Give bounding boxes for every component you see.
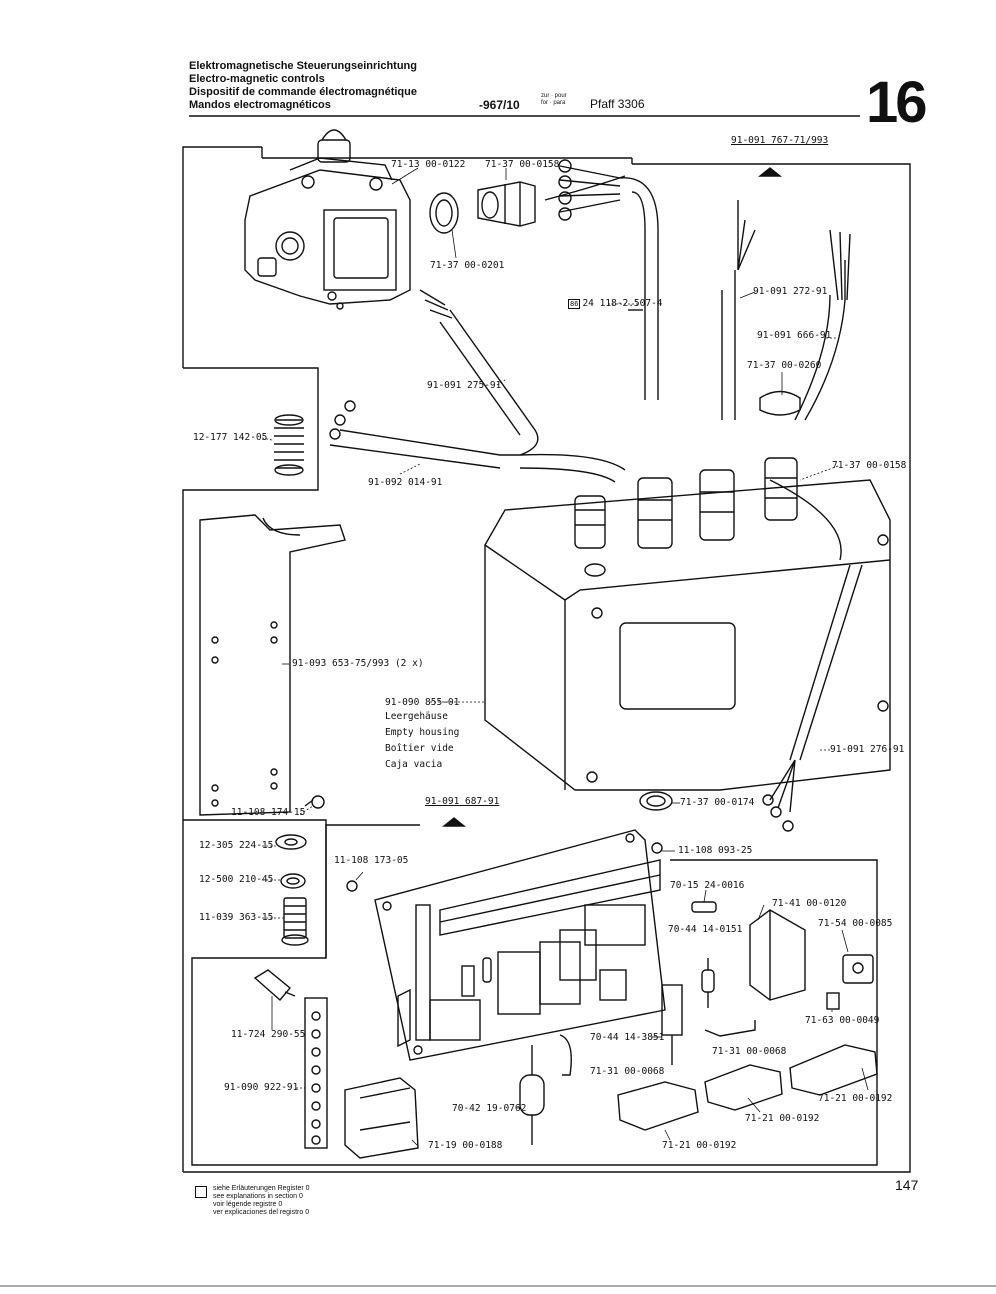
part-71-31-00-0068-b: 71-31 00-0068 bbox=[590, 1066, 665, 1077]
part-71-37-00-0201: 71-37 00-0201 bbox=[430, 260, 505, 271]
part-91-091-666-91: 91-091 666-91 bbox=[757, 330, 832, 341]
footer-note-de: siehe Erläuterungen Register 0 bbox=[213, 1185, 310, 1192]
part-71-54-00-0085: 71-54 00-0085 bbox=[818, 918, 893, 929]
part-71-37-00-0174: 71-37 00-0174 bbox=[680, 797, 755, 808]
part-12-305-224-15: 12-305 224-15 bbox=[199, 840, 274, 851]
part-11-724-290-55: 11-724 290-55 bbox=[231, 1029, 306, 1040]
title-spanish: Mandos electromagnéticos bbox=[189, 99, 331, 111]
part-71-31-00-0068-a: 71-31 00-0068 bbox=[712, 1046, 787, 1057]
housing-label-es: Caja vacia bbox=[385, 759, 443, 770]
part-91-090-922-91: 91-090 922-91 bbox=[224, 1082, 299, 1093]
housing-label-de: Leergehäuse bbox=[385, 711, 448, 722]
for-label-1: zur · pour bbox=[541, 93, 567, 99]
model-code: -967/10 bbox=[479, 98, 520, 112]
register-legend-box-icon bbox=[195, 1186, 207, 1198]
part-91-093-653-75: 91-093 653-75/993 (2 x) bbox=[292, 658, 424, 669]
footer-note-en: see explanations in section 0 bbox=[213, 1193, 303, 1200]
part-11-108-174-15: 11-108 174-15 bbox=[231, 807, 306, 818]
register-box-icon: 86 bbox=[568, 299, 581, 309]
part-12-500-210-45: 12-500 210-45 bbox=[199, 874, 274, 885]
part-11-039-363-15: 11-039 363-15 bbox=[199, 912, 274, 923]
part-91-090-855-01: 91-090 855-01 bbox=[385, 697, 460, 708]
housing-label-fr: Boîtier vide bbox=[385, 743, 454, 754]
part-91-091-272-91: 91-091 272-91 bbox=[753, 286, 828, 297]
footer-note-es: ver explicaciones del registro 0 bbox=[213, 1209, 310, 1216]
part-11-108-093-25: 11-108 093-25 bbox=[678, 845, 753, 856]
ref-label-top: 91-091 767-71/993 bbox=[731, 135, 829, 146]
part-71-21-00-0192-a: 71-21 00-0192 bbox=[818, 1093, 893, 1104]
part-71-21-00-0192-c: 71-21 00-0192 bbox=[662, 1140, 737, 1151]
page-number: 147 bbox=[895, 1177, 919, 1193]
part-70-15-24-0016: 70-15 24-0016 bbox=[670, 880, 745, 891]
for-label-2: for · para bbox=[541, 100, 566, 106]
part-71-37-00-0260: 71-37 00-0260 bbox=[747, 360, 822, 371]
part-70-44-14-3851: 70-44 14-3851 bbox=[590, 1032, 665, 1043]
housing-label-en: Empty housing bbox=[385, 727, 460, 738]
part-71-41-00-0120: 71-41 00-0120 bbox=[772, 898, 847, 909]
title-english: Electro-magnetic controls bbox=[189, 73, 325, 85]
part-71-13-00-0122: 71-13 00-0122 bbox=[391, 159, 466, 170]
footer-note-fr: voir légende registre 0 bbox=[213, 1201, 283, 1208]
part-91-092-014-91: 91-092 014-91 bbox=[368, 477, 443, 488]
part-71-37-00-0158-b: 71-37 00-0158 bbox=[832, 460, 907, 471]
part-71-63-00-0049: 71-63 00-0049 bbox=[805, 1015, 880, 1026]
part-70-42-19-0762: 70-42 19-0762 bbox=[452, 1103, 527, 1114]
part-11-108-173-05: 11-108 173-05 bbox=[334, 855, 409, 866]
part-70-44-14-0151: 70-44 14-0151 bbox=[668, 924, 743, 935]
section-number: 16 bbox=[866, 70, 927, 135]
part-91-091-276-91: 91-091 276-91 bbox=[830, 744, 905, 755]
title-german: Elektromagnetische Steuerungseinrichtung bbox=[189, 60, 417, 72]
part-71-21-00-0192-b: 71-21 00-0192 bbox=[745, 1113, 820, 1124]
part-71-19-00-0188: 71-19 00-0188 bbox=[428, 1140, 503, 1151]
part-91-091-275-91: 91-091 275-91 bbox=[427, 380, 502, 391]
machine-name: Pfaff 3306 bbox=[590, 97, 645, 111]
ref-label-board: 91-091 687-91 bbox=[425, 796, 500, 807]
part-12-177-142-05: 12-177 142-05 bbox=[193, 432, 268, 443]
title-french: Dispositif de commande électromagnétique bbox=[189, 86, 417, 98]
part-71-37-00-0158-a: 71-37 00-0158 bbox=[485, 159, 560, 170]
